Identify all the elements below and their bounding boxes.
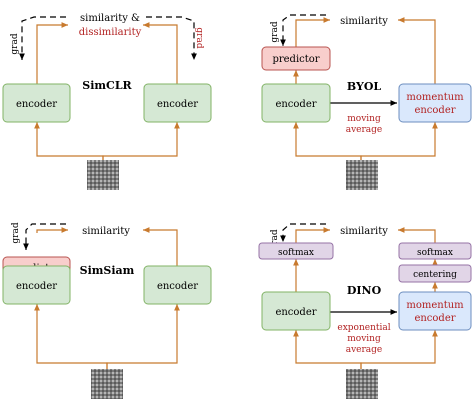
dino-momentum-encoder: momentum encoder [398,291,472,331]
simsiam-grad-arrow [23,223,66,250]
simsiam-similarity-label: similarity [82,226,130,237]
byol-momentum-encoder: momentum encoder [398,83,472,123]
dino-update-line3: average [346,345,383,355]
svg-text:softmax: softmax [278,248,314,258]
simclr-grad-left-label: grad [10,33,20,54]
dino-encoder: encoder [261,291,331,331]
byol-panel: grad similarity BYOL moving average pred… [261,14,472,190]
dino-softmax-right: softmax [398,242,472,260]
svg-text:encoder: encoder [16,99,57,110]
svg-text:encoder: encoder [157,99,198,110]
svg-text:encoder: encoder [275,307,316,318]
simsiam-encoder-right: encoder [143,265,212,305]
simclr-encoder-left: encoder [2,83,71,123]
dino-softmax-left: softmax [258,242,334,260]
byol-encoder: encoder [261,83,331,123]
dino-similarity-label: similarity [340,226,388,237]
svg-text:encoder: encoder [275,99,316,110]
simclr-panel: grad grad similarity & dissimilarity Sim… [2,13,212,190]
svg-text:momentum: momentum [406,92,464,103]
svg-text:encoder: encoder [414,313,455,324]
dino-update-line1: exponential [337,323,390,333]
svg-text:encoder: encoder [157,281,198,292]
simsiam-title: SimSiam [80,264,135,277]
simclr-grad-right-label: grad [194,27,204,48]
svg-text:predictor: predictor [272,54,319,65]
byol-grad-label: grad [270,21,280,42]
dino-update-line2: moving [347,334,381,344]
simsiam-xray-image [91,369,123,399]
dino-grad-label: grad [270,229,280,250]
dino-xray-image [346,369,378,399]
byol-xray-image [346,160,378,190]
svg-text:encoder: encoder [414,105,455,116]
byol-update-line1: moving [347,114,381,124]
svg-text:encoder: encoder [16,281,57,292]
svg-text:momentum: momentum [406,300,464,311]
simsiam-panel: grad similarity SimSiam predictor encode… [2,222,212,399]
byol-predictor: predictor [261,46,331,71]
simsiam-grad-label: grad [11,222,21,243]
byol-similarity-label: similarity [340,16,388,27]
byol-grad-arrow [280,14,326,46]
dino-title: DINO [347,284,382,297]
simsiam-encoder-left: encoder [2,265,71,305]
simclr-xray-image [87,160,119,190]
simclr-encoder-right: encoder [143,83,212,123]
svg-text:centering: centering [413,270,457,280]
dino-centering: centering [398,264,472,283]
simclr-similarity-label: similarity & [80,13,140,24]
dino-panel: grad similarity DINO exponential moving … [258,223,472,399]
simclr-dissimilarity-label: dissimilarity [79,27,142,38]
dino-grad-arrow [280,223,326,242]
simclr-grad-arrows [19,16,197,60]
simclr-title: SimCLR [82,79,132,92]
svg-text:softmax: softmax [417,248,453,258]
byol-title: BYOL [347,80,382,93]
byol-update-line2: average [346,125,383,135]
